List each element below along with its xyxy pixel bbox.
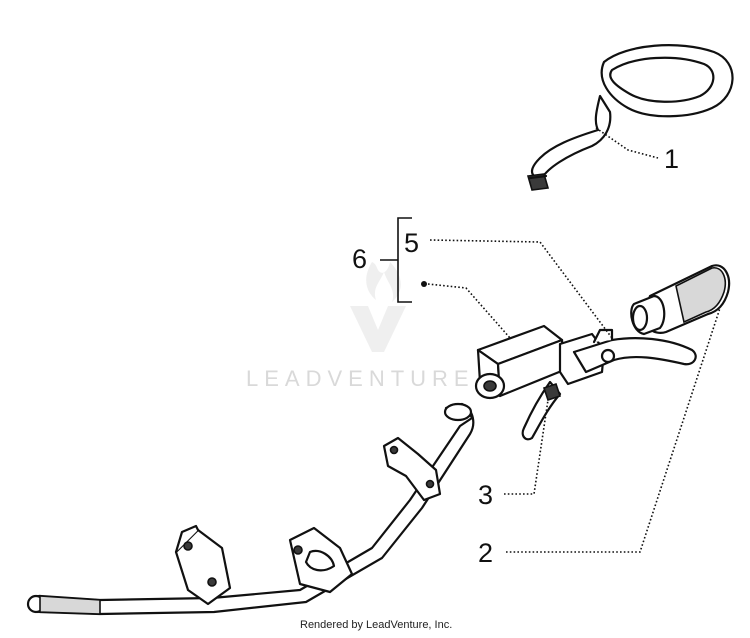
mirror-part — [526, 44, 734, 191]
callout-1: 1 — [664, 144, 679, 174]
callout-2: 2 — [478, 538, 493, 568]
footer-credit: Rendered by LeadVenture, Inc. — [300, 619, 452, 631]
watermark-logo-icon — [350, 262, 406, 352]
kit-bracket — [380, 217, 427, 303]
callout-6: 6 — [352, 244, 367, 274]
watermark-text: LEADVENTURE — [246, 366, 475, 391]
leader-lines — [427, 127, 721, 553]
grip-part — [630, 264, 731, 336]
callout-3: 3 — [478, 480, 493, 510]
callout-5: 5 — [404, 228, 419, 258]
brake-lever-part — [521, 328, 697, 441]
handlebar-part — [26, 402, 475, 616]
